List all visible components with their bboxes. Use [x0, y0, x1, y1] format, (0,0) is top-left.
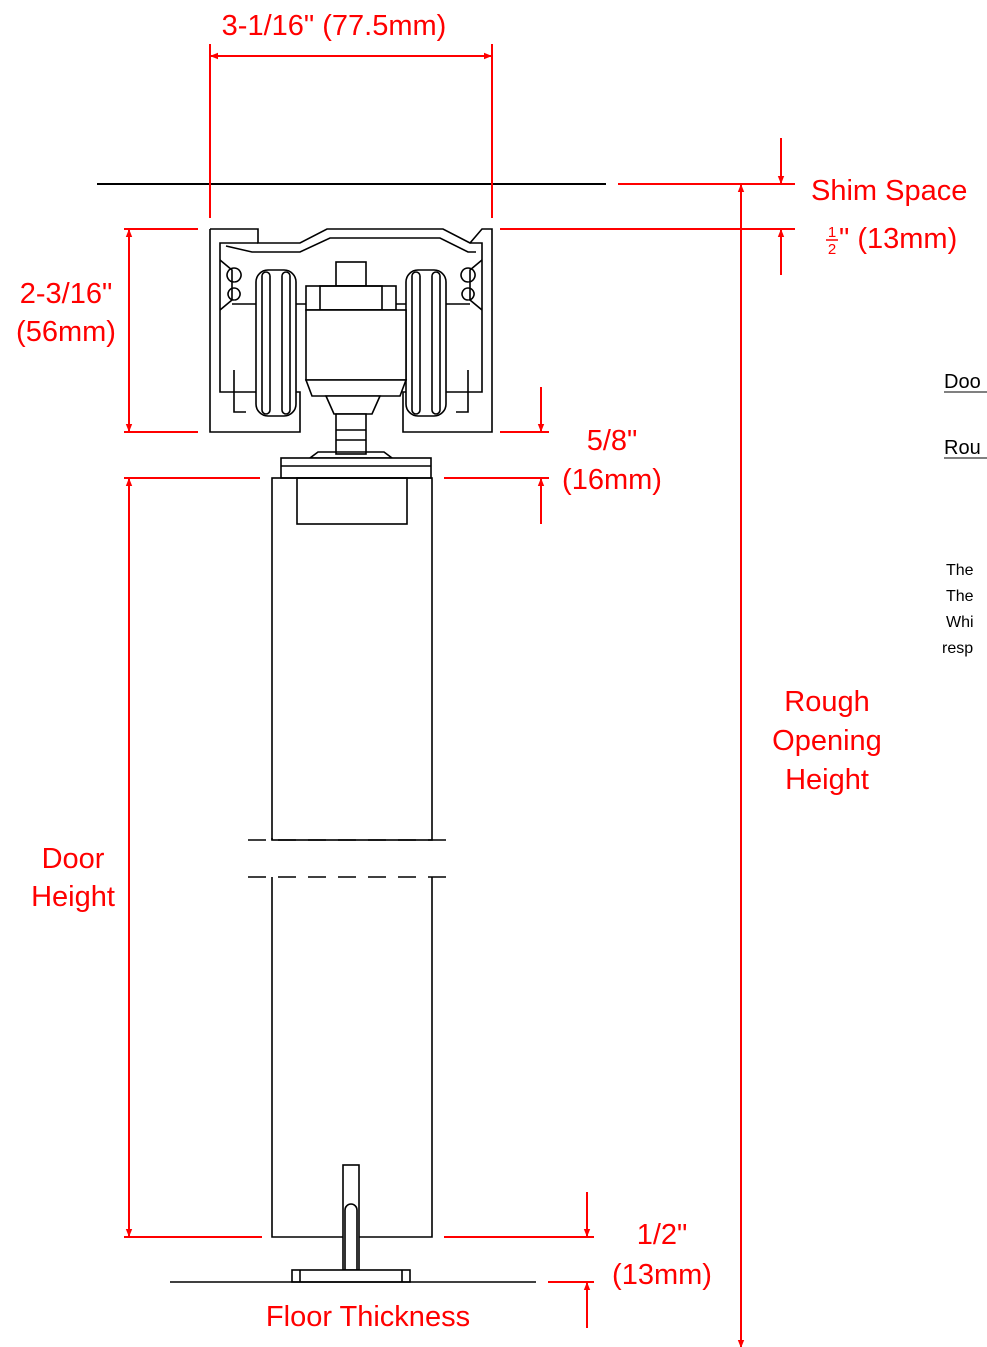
- shim-fraction-denominator: 2: [828, 241, 836, 258]
- note-line-1: The: [946, 562, 974, 579]
- floor-gap-label-line1: 1/2": [637, 1219, 688, 1251]
- shim-fraction-numerator: 1: [828, 224, 836, 241]
- trolley-wheel-right: [405, 269, 447, 417]
- gap-label-line2: (16mm): [562, 464, 662, 496]
- door-height-label-line2: Height: [31, 881, 115, 913]
- floor-guide: [291, 1164, 411, 1283]
- door-panel: [248, 477, 456, 1238]
- rough-opening-label-line3: Height: [785, 764, 869, 796]
- track-height-label-line2: (56mm): [16, 316, 116, 348]
- side-label-door: Doo: [944, 371, 981, 393]
- floor-gap-dimension-lines: [444, 1192, 594, 1328]
- top-width-label: 3-1/16" (77.5mm): [222, 10, 447, 42]
- shim-space-dimension-lines: [500, 138, 795, 275]
- door-height-dimension-lines: [124, 477, 262, 1238]
- shim-space-value: " (13mm): [839, 223, 957, 255]
- gap-dimension-lines: [444, 387, 549, 524]
- rough-opening-label-line1: Rough: [784, 686, 869, 718]
- floor-gap-label-line2: (13mm): [612, 1259, 712, 1291]
- note-line-2: The: [946, 588, 974, 605]
- door-height-label-line1: Door: [42, 843, 105, 875]
- trolley-body: [304, 261, 408, 459]
- door-top-bracket: [280, 457, 432, 479]
- shim-space-title: Shim Space: [811, 175, 967, 207]
- trolley-wheel-left: [255, 269, 297, 417]
- top-width-dimension-lines: [209, 44, 493, 218]
- floor-thickness-label: Floor Thickness: [266, 1301, 470, 1333]
- gap-label-line1: 5/8": [587, 425, 638, 457]
- track-height-dimension-lines: [124, 228, 198, 433]
- note-line-4: resp: [942, 640, 973, 657]
- rough-opening-label-line2: Opening: [772, 725, 882, 757]
- note-line-3: Whi: [946, 614, 974, 631]
- floor-line: [170, 1281, 536, 1283]
- side-label-rough: Rou: [944, 437, 981, 459]
- track-height-label-line1: 2-3/16": [20, 278, 113, 310]
